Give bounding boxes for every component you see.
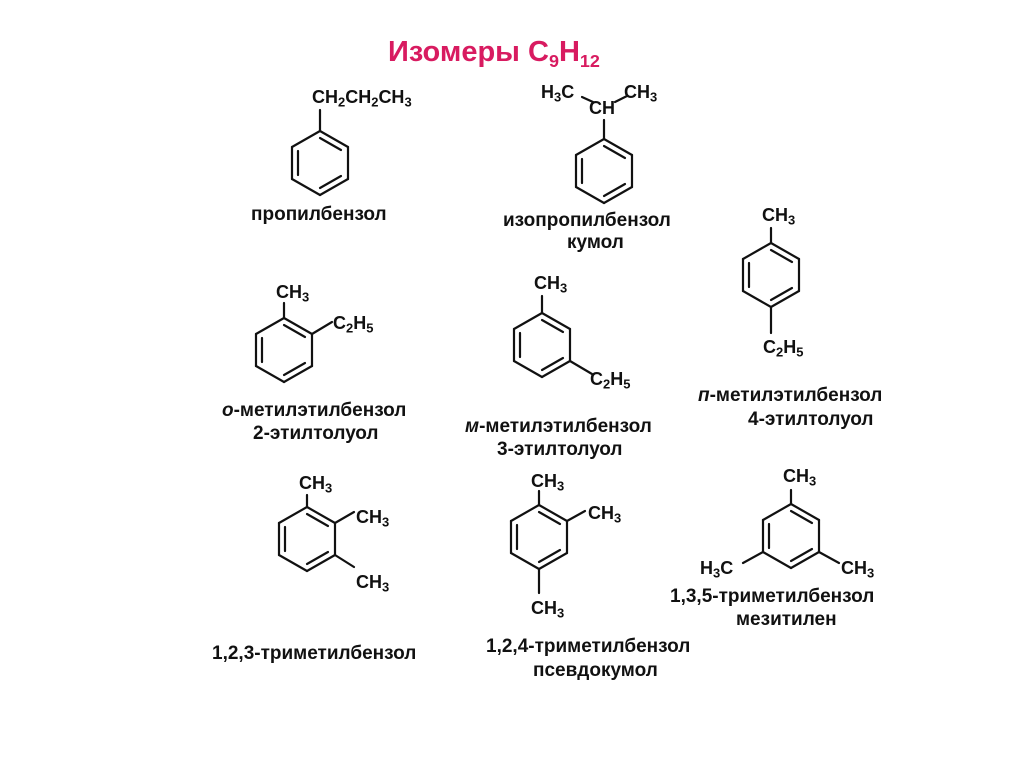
p-ethyltoluene-ch3-label: CH3 (762, 205, 796, 228)
propylbenzene-structure (290, 108, 350, 197)
m-ethyltoluene-name: м-метилэтилбензол (465, 416, 652, 437)
tmb-124-name-trivial: псевдокумол (533, 660, 658, 681)
o-ethyltoluene-ch3-label: CH3 (276, 282, 310, 305)
tmb-123-name: 1,2,3-триметилбензол (212, 643, 417, 664)
tmb-124-ch3-right-label: CH3 (588, 503, 622, 526)
mesitylene-ch3-top-label: CH3 (783, 466, 817, 489)
o-ethyltoluene-c2h5-label: C2H5 (333, 313, 374, 336)
m-ethyltoluene-ch3-label: CH3 (534, 273, 568, 296)
mesitylene-name-trivial: мезитилен (736, 609, 837, 630)
tmb-124-structure (509, 489, 587, 595)
m-ethyltoluene-structure (512, 294, 594, 379)
cumene-name-trivial: кумол (567, 232, 624, 253)
p-ethyltoluene-c2h5-label: C2H5 (763, 337, 804, 360)
mesitylene-structure (741, 488, 841, 570)
cumene-h3c-label: H3C (541, 82, 575, 105)
p-ethyltoluene-name-alt: 4-этилтолуол (748, 409, 874, 430)
tmb-124-name: 1,2,4-триметилбензол (486, 636, 691, 657)
propylbenzene-name: пропилбензол (251, 204, 387, 225)
mesitylene-name: 1,3,5-триметилбензол (670, 586, 875, 607)
tmb-123-ch3-bottom-label: CH3 (356, 572, 390, 595)
tmb-123-ch3-middle-label: CH3 (356, 507, 390, 530)
cumene-ch3-label: CH3 (624, 82, 658, 105)
tmb-124-ch3-bottom-label: CH3 (531, 598, 565, 621)
slide-title: Изомеры C9H12 (388, 36, 600, 71)
mesitylene-ch3-right-label: CH3 (841, 558, 875, 581)
propyl-substituent-label: CH2CH2CH3 (312, 87, 412, 110)
cumene-ch-label: CH (589, 98, 615, 118)
m-ethyltoluene-c2h5-label: C2H5 (590, 369, 631, 392)
tmb-123-ch3-top-label: CH3 (299, 473, 333, 496)
o-ethyltoluene-structure (254, 301, 334, 384)
cumene-name-systematic: изопропилбензол (503, 210, 671, 231)
p-ethyltoluene-name: п-метилэтилбензол (698, 385, 883, 406)
tmb-124-ch3-top-label: CH3 (531, 471, 565, 494)
tmb-123-structure (277, 493, 356, 573)
mesitylene-h3c-left-label: H3C (700, 558, 734, 581)
p-ethyltoluene-structure (741, 226, 801, 335)
cumene-structure (574, 94, 634, 205)
m-ethyltoluene-name-alt: 3-этилтолуол (497, 439, 623, 460)
o-ethyltoluene-name: о-метилэтилбензол (222, 400, 407, 421)
o-ethyltoluene-name-alt: 2-этилтолуол (253, 423, 379, 444)
